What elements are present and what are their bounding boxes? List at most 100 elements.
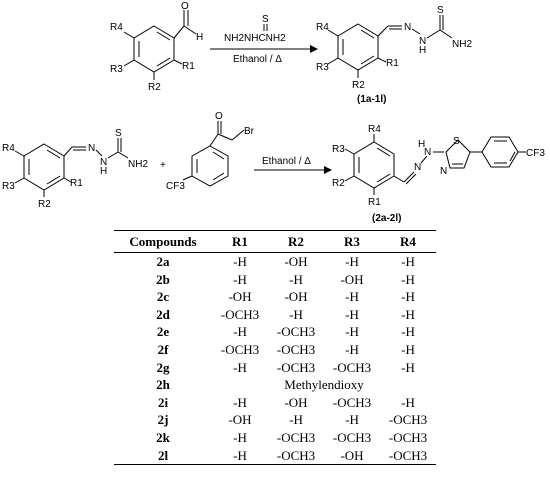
r1-cell: -H [233,271,247,287]
product2-nh-h-label: H [418,139,425,150]
r4-cell: -OCH3 [388,412,428,428]
r4-cell: -H [401,324,415,340]
aldehyde-h-label: H [196,32,203,43]
aldehyde-r2-label: R2 [148,82,161,93]
r4-cell: -OCH3 [380,446,436,466]
table-row: 2g -H -OCH3 -OCH3 -H [114,359,436,377]
reactant-r1-label: R1 [70,178,83,189]
bromoacetophenone-cf3-label: CF3 [166,181,185,192]
r1-cell: -H [212,446,268,466]
r2-cell: -OCH3 [276,341,316,357]
product2-nh-label: N [424,147,431,158]
reactant-r2-label: R2 [38,199,51,210]
reactant-nh-h-label: H [100,166,107,177]
header-r2: R2 [268,230,324,253]
substituent-table: Compounds R1 R2 R3 R4 2a -H -OH -H -H 2b… [114,230,436,466]
r2-cell: -OH [284,289,308,305]
r1-cell: -OCH3 [220,306,260,322]
r2-cell: -H [289,271,303,287]
r1-cell: -OH [228,412,252,428]
reactant-r3-label: R3 [2,181,15,192]
compound-id: 2k [156,429,170,445]
r2-cell: -OCH3 [276,359,316,375]
bromoacetophenone-structure: CF3 O Br [166,111,255,192]
product1-nh-label: N [419,36,426,47]
product2-r1-label: R1 [368,197,381,208]
header-r3: R3 [324,230,380,253]
r3-cell: -H [345,254,359,269]
r4-cell: -H [401,271,415,287]
product2-r3-label: R3 [332,144,345,155]
table-row: 2c -OH -OH -H -H [114,288,436,306]
compound-id: 2a [156,254,170,269]
reactant-s-label: S [115,128,122,139]
table-row: 2l -H -OCH3 -OH -OCH3 [114,446,436,466]
product1-s-label: S [437,5,444,16]
r4-cell: -H [401,341,415,357]
r4-cell: -H [401,359,415,375]
reaction-arrow-1: S NH2NHCNH2 Ethanol / Δ [210,14,318,65]
reactant-n1-label: N [88,143,95,154]
product2-cf3-label: CF3 [526,148,545,159]
r3-cell: -H [345,324,359,340]
r4-cell: -H [401,306,415,322]
r4-cell: -OCH3 [388,429,428,445]
r3-cell: -OCH3 [332,359,372,375]
r3-cell: -OCH3 [332,429,372,445]
table-row: 2h Methylendioxy [114,376,436,394]
thiazole-s-label: S [453,136,460,147]
r3-cell: -H [345,412,359,428]
compound-id: 2g [156,359,170,375]
r4-cell: -H [401,394,415,410]
product1-r1-label: R1 [386,58,399,69]
plus-sign: + [160,160,166,171]
compound-id: 2h [156,377,170,393]
aldehyde-structure: O H R4 R3 R2 R1 [110,1,203,93]
table-row: 2k -H -OCH3 -OCH3 -OCH3 [114,429,436,447]
reactant-r4-label: R4 [2,143,15,154]
product1-r4-label: R4 [316,22,329,33]
aldehyde-r4-label: R4 [110,22,123,33]
table-header-row: Compounds R1 R2 R3 R4 [114,230,436,253]
r2-cell: -OH [284,394,308,410]
r3-cell: -OH [340,271,364,287]
compound-id: 2f [157,341,169,357]
compound-id: 2b [156,271,170,287]
r2-cell: -OCH3 [268,446,324,466]
product1-r3-label: R3 [316,62,329,73]
r3-cell: -H [345,289,359,305]
reactant-nh-label: N [100,157,107,168]
thiosemicarbazide-s-label: S [262,14,269,25]
table-row: 2d -OCH3 -H -H -H [114,306,436,324]
r1-cell: -OH [228,289,252,305]
reaction-scheme: O H R4 R3 R2 R1 S NH2NHCNH2 Ethanol / Δ … [2,1,545,224]
r1-cell: -H [233,394,247,410]
header-r4: R4 [380,230,436,253]
compound-id: 2i [157,394,169,410]
reaction-arrow-2: Ethanol / Δ [254,156,332,174]
product2-r4-label: R4 [368,124,381,135]
table-row: 2i -H -OH -OCH3 -H [114,394,436,412]
product2-r2-label: R2 [332,178,345,189]
reagent-label: NH2NHCNH2 [224,33,286,44]
thiazole-product-structure: R4 R3 R2 R1 N N H S N CF3 [332,124,545,208]
r2-cell: -OCH3 [276,324,316,340]
r4-cell: -H [401,289,415,305]
condition-2-label: Ethanol / Δ [262,156,311,167]
compound-id: 2c [156,289,170,305]
methylendioxy-cell: Methylendioxy [284,377,364,393]
bromoacetophenone-br-label: Br [244,126,255,137]
r2-cell: -OCH3 [276,429,316,445]
product1-r2-label: R2 [352,80,365,91]
compound-id: 2j [157,412,169,428]
header-compounds: Compounds [114,230,212,253]
table-row: 2b -H -H -OH -H [114,271,436,289]
thiazole-n-label: N [440,166,447,177]
product2-compound-label: (2a-2l) [372,213,401,224]
r2-cell: -H [289,306,303,322]
r2-cell: -H [289,412,303,428]
table-row: 2e -H -OCH3 -H -H [114,323,436,341]
aldehyde-o-label: O [181,1,189,12]
product1-n1-label: N [404,22,411,33]
product1-compound-label: (1a-1l) [357,94,386,105]
